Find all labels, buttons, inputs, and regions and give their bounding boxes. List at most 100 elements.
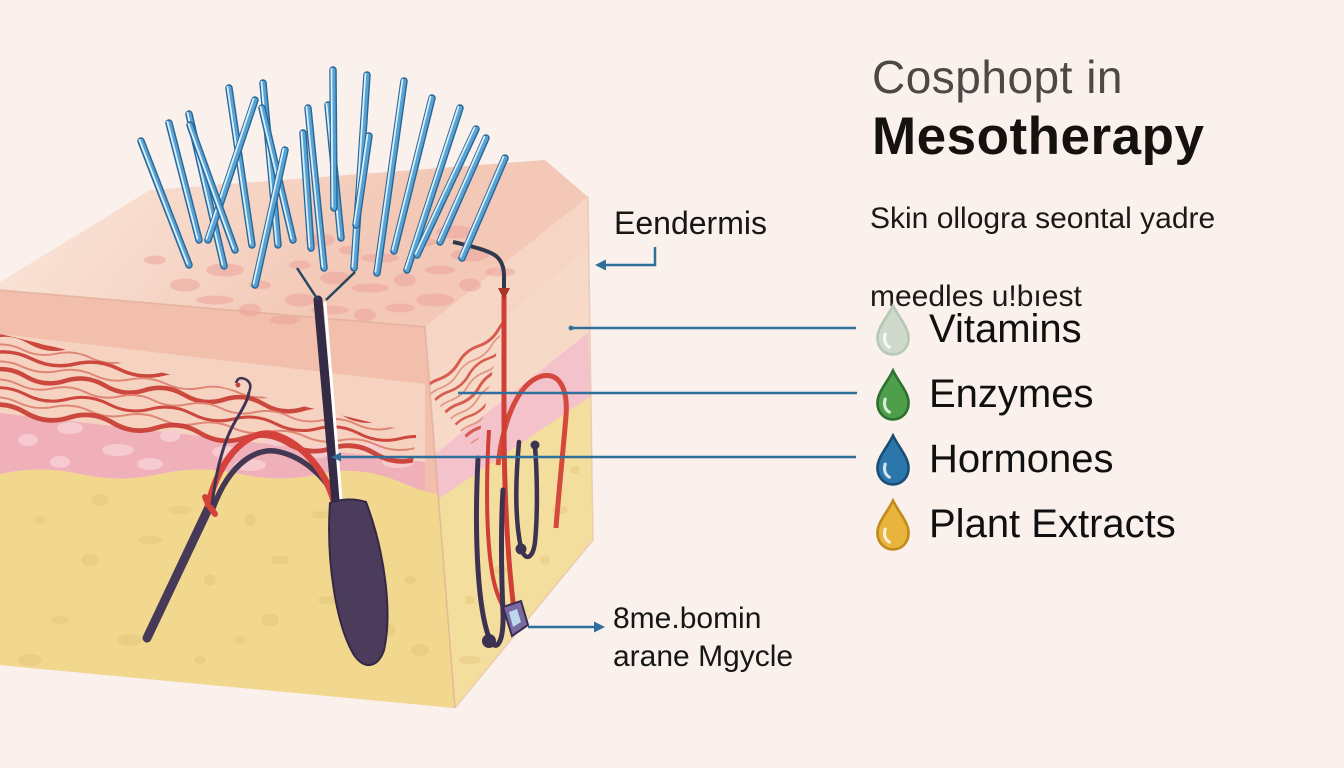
texture-spot bbox=[57, 422, 83, 434]
ingredient-label: Vitamins bbox=[929, 307, 1082, 351]
texture-spot bbox=[570, 466, 580, 474]
texture-spot bbox=[311, 511, 329, 519]
needle-stroke bbox=[459, 155, 505, 258]
texture-spot bbox=[416, 293, 454, 307]
needle-stroke bbox=[353, 133, 372, 228]
texture-spot bbox=[404, 576, 416, 584]
texture-spot bbox=[91, 494, 109, 506]
texture-spot bbox=[320, 271, 350, 285]
nerve-tip bbox=[235, 382, 241, 388]
epidermis-label: Eendermis bbox=[614, 205, 767, 241]
needle-stroke bbox=[351, 72, 367, 268]
texture-spot bbox=[411, 644, 429, 656]
texture-spot bbox=[425, 265, 455, 275]
nerve-fiber bbox=[210, 391, 251, 506]
texture-spot bbox=[271, 556, 289, 564]
injection-label-line-2: arane Mgycle bbox=[613, 640, 794, 673]
needle-stroke bbox=[205, 97, 258, 243]
needle-highlight bbox=[323, 301, 343, 502]
needle-stroke bbox=[437, 135, 489, 245]
dermis-wave bbox=[0, 386, 423, 462]
needle-stroke bbox=[414, 126, 476, 255]
nerve-hook bbox=[234, 376, 252, 393]
droplet-shape bbox=[876, 497, 910, 551]
droplet-icon bbox=[876, 302, 910, 356]
droplet-highlight bbox=[882, 527, 891, 544]
texture-spot bbox=[102, 444, 134, 456]
arrowhead-left-icon bbox=[595, 259, 606, 271]
needle-stroke bbox=[300, 130, 311, 248]
needle-stroke bbox=[305, 105, 324, 268]
texture-spot bbox=[170, 278, 200, 292]
droplet-shape bbox=[876, 432, 910, 486]
needle-stroke bbox=[330, 67, 334, 208]
texture-spot bbox=[138, 536, 162, 544]
dermis-wave bbox=[0, 378, 423, 449]
texture-spot bbox=[270, 315, 300, 325]
needle-stroke bbox=[305, 105, 327, 271]
ingredient-label: Hormones bbox=[929, 437, 1114, 481]
texture-spot bbox=[540, 556, 550, 564]
vessel-side-arch bbox=[495, 372, 569, 529]
droplet-highlight bbox=[882, 332, 891, 349]
texture-spot bbox=[394, 273, 416, 287]
list-item: Vitamins bbox=[872, 297, 1176, 362]
needle-guide-left bbox=[295, 267, 320, 301]
texture-spot bbox=[485, 267, 515, 277]
texture-spot bbox=[239, 303, 261, 317]
list-item: Plant Extracts bbox=[872, 492, 1176, 557]
texture-spot bbox=[459, 278, 481, 292]
texture-spot bbox=[118, 634, 142, 646]
texture-spot bbox=[194, 656, 206, 664]
dermis-wave bbox=[0, 366, 423, 442]
nerve-loop-a bbox=[474, 455, 506, 648]
texture-spot bbox=[18, 434, 38, 446]
droplet-icon bbox=[876, 432, 910, 486]
injection-label: 8me.bomin arane Mgycle bbox=[613, 600, 793, 676]
texture-spot bbox=[18, 654, 42, 666]
droplet-highlight bbox=[882, 462, 891, 479]
texture-spot bbox=[160, 430, 180, 442]
texture-spot bbox=[354, 308, 376, 322]
needle-stroke bbox=[252, 147, 285, 285]
needle-stroke bbox=[391, 95, 432, 251]
subtitle-line-2: meedles u!bıest bbox=[870, 280, 1082, 313]
texture-spot bbox=[285, 293, 315, 307]
arrowhead-right-icon bbox=[594, 621, 605, 633]
leader-line-epidermis bbox=[604, 247, 657, 267]
texture-spot bbox=[261, 614, 279, 626]
texture-spot bbox=[34, 516, 46, 524]
list-item: Enzymes bbox=[872, 362, 1176, 427]
needle-stroke bbox=[459, 155, 508, 261]
ingredient-list: Vitamins Enzymes Hormones Plant Extracts bbox=[872, 297, 1176, 557]
injection-needle-shaft bbox=[313, 295, 341, 507]
title-line-1: Cosphopt in bbox=[872, 51, 1123, 103]
needle-stroke bbox=[138, 138, 189, 265]
needle-stroke bbox=[252, 147, 288, 288]
needle-stroke bbox=[166, 120, 202, 243]
texture-spot bbox=[204, 574, 216, 586]
nerve-loop-b-top bbox=[530, 440, 540, 450]
blood-vessel-arch bbox=[204, 430, 338, 509]
vessel-descending-2 bbox=[485, 429, 507, 612]
needle-stroke bbox=[414, 126, 479, 258]
leader-dot bbox=[568, 325, 574, 331]
needle-stroke bbox=[374, 78, 404, 273]
block-edge bbox=[0, 289, 456, 709]
needle-stroke bbox=[138, 138, 192, 268]
needle-stroke bbox=[353, 133, 369, 225]
nerve-loop-a-bulb bbox=[482, 634, 496, 648]
arrowhead-hormones-icon bbox=[331, 452, 341, 462]
microneedles-group bbox=[137, 66, 509, 289]
hair-follicle-bulb bbox=[328, 498, 389, 666]
subcutaneous-structures bbox=[142, 240, 569, 666]
leader-lines bbox=[340, 247, 857, 629]
insertion-arrowhead bbox=[498, 288, 510, 300]
ingredient-label: Plant Extracts bbox=[929, 502, 1176, 546]
needle-stroke bbox=[187, 122, 235, 250]
droplet-icon bbox=[876, 367, 910, 421]
texture-spot bbox=[289, 260, 311, 270]
texture-spot bbox=[206, 263, 244, 277]
